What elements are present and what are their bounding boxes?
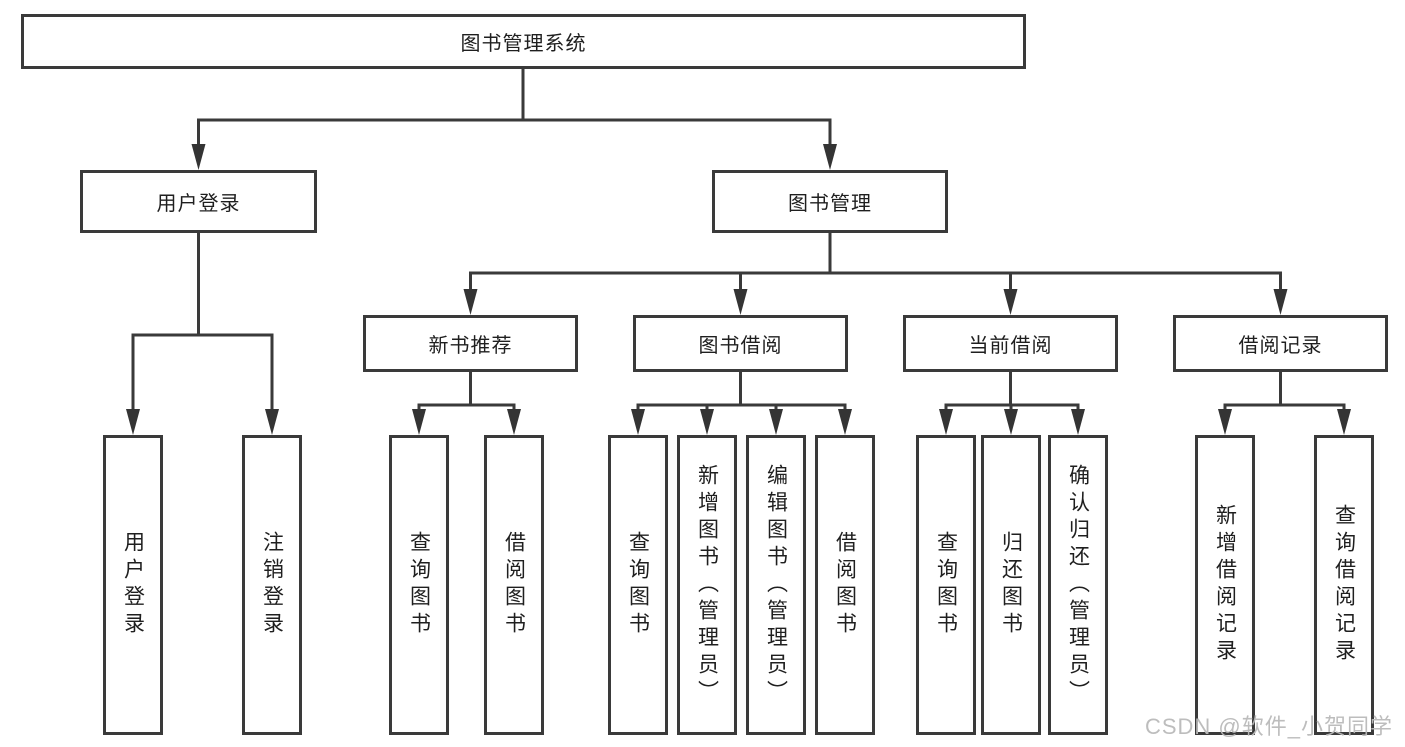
node-book-management: 图书管理 xyxy=(712,170,948,233)
leaf-edit-book-admin: 编辑图书（管理员） xyxy=(746,435,806,735)
leaf-add-book-admin: 新增图书（管理员） xyxy=(677,435,737,735)
leaf-query-borrow-record: 查询借阅记录 xyxy=(1314,435,1374,735)
csdn-watermark: CSDN @软件_小贺同学 xyxy=(1144,714,1393,739)
node-library-system: 图书管理系统 xyxy=(21,14,1026,69)
leaf-add-borrow-record: 新增借阅记录 xyxy=(1195,435,1255,735)
node-book-borrow: 图书借阅 xyxy=(633,315,848,372)
node-new-book-recommend: 新书推荐 xyxy=(363,315,578,372)
leaf-logout: 注销登录 xyxy=(242,435,302,735)
leaf-query-books-borrow: 查询图书 xyxy=(608,435,668,735)
leaf-query-books-recommend: 查询图书 xyxy=(389,435,449,735)
leaf-query-books-current: 查询图书 xyxy=(916,435,976,735)
leaf-confirm-return-admin: 确认归还（管理员） xyxy=(1048,435,1108,735)
node-borrow-records: 借阅记录 xyxy=(1173,315,1388,372)
leaf-user-login: 用户登录 xyxy=(103,435,163,735)
leaf-return-book: 归还图书 xyxy=(981,435,1041,735)
node-current-borrow: 当前借阅 xyxy=(903,315,1118,372)
leaf-borrow-books-recommend: 借阅图书 xyxy=(484,435,544,735)
node-user-login: 用户登录 xyxy=(80,170,317,233)
leaf-borrow-books: 借阅图书 xyxy=(815,435,875,735)
